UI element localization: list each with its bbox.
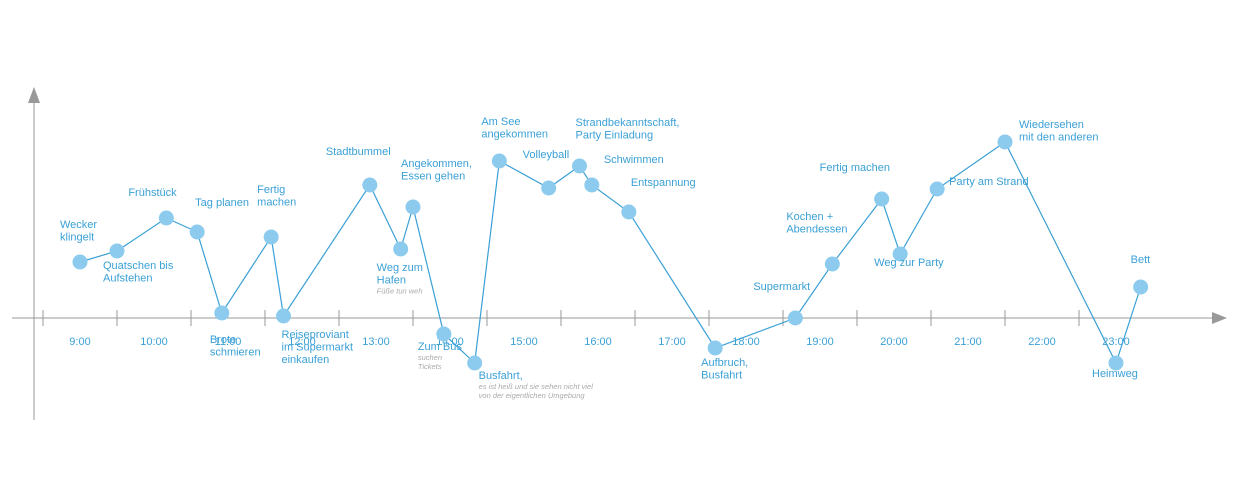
data-point <box>824 256 840 272</box>
x-tick-label: 12:00 <box>288 336 316 348</box>
event-label: Fertig machen <box>820 162 890 174</box>
series-line <box>79 141 1142 365</box>
data-point <box>158 210 174 226</box>
x-axis-arrow <box>1212 312 1227 324</box>
data-point <box>892 246 908 262</box>
x-tick-label: 23:00 <box>1102 336 1130 348</box>
x-tick-label: 22:00 <box>1028 336 1056 348</box>
axes <box>12 87 1227 420</box>
x-tick-label: 15:00 <box>510 336 538 348</box>
event-label: Heimweg <box>1092 368 1138 380</box>
data-point <box>584 177 600 193</box>
data-point <box>1133 279 1149 295</box>
data-point <box>1108 355 1124 371</box>
data-point <box>929 181 945 197</box>
data-point <box>874 191 890 207</box>
event-label: Kochen +Abendessen <box>786 211 847 236</box>
event-label: Strandbekanntschaft,Party Einladung <box>576 117 680 142</box>
x-tick-label: 16:00 <box>584 336 612 348</box>
event-label: Volleyball <box>523 149 569 161</box>
data-point <box>189 224 205 240</box>
x-tick-label: 13:00 <box>362 336 390 348</box>
x-tick-label: 11:00 <box>215 336 242 348</box>
x-tick-label: 20:00 <box>880 336 908 348</box>
event-label: Schwimmen <box>604 154 664 166</box>
data-point <box>572 158 587 174</box>
x-tick-label: 21:00 <box>954 336 982 348</box>
data-point <box>214 305 230 321</box>
data-point <box>541 180 557 196</box>
event-label: Busfahrt, <box>479 370 523 382</box>
event-label: Angekommen,Essen gehen <box>401 158 472 183</box>
data-point <box>405 199 421 215</box>
data-point <box>362 177 378 193</box>
data-point <box>393 241 409 257</box>
data-points <box>72 134 1149 371</box>
data-point <box>276 308 291 324</box>
y-axis-arrow <box>28 87 40 103</box>
x-tick-label: 19:00 <box>806 336 834 348</box>
event-label: Bett <box>1131 254 1151 266</box>
event-label: Party am Strand <box>949 176 1028 188</box>
event-label: Zum Bus <box>418 341 463 353</box>
event-label: Stadtbummel <box>326 146 391 158</box>
event-label: Tag planen <box>195 197 249 209</box>
data-point <box>109 243 125 259</box>
data-point <box>787 310 803 326</box>
data-point <box>436 326 452 342</box>
data-point <box>263 229 279 245</box>
data-point <box>621 204 637 220</box>
data-point <box>467 355 483 371</box>
event-label: Supermarkt <box>753 281 810 293</box>
data-point <box>491 153 507 169</box>
data-point <box>997 134 1013 150</box>
data-point <box>72 254 88 270</box>
event-label: Entspannung <box>631 177 696 189</box>
event-label: Aufbruch,Busfahrt <box>701 357 748 382</box>
event-label: Frühstück <box>128 187 177 199</box>
x-tick-label: 17:00 <box>658 336 686 348</box>
x-tick-label: 9:00 <box>69 336 90 348</box>
data-point <box>707 340 723 356</box>
event-label: Weg zur Party <box>874 257 944 269</box>
event-note: Füße tun weh <box>377 287 423 296</box>
x-tick-label: 18:00 <box>732 336 760 348</box>
x-tick-label: 10:00 <box>140 336 168 348</box>
